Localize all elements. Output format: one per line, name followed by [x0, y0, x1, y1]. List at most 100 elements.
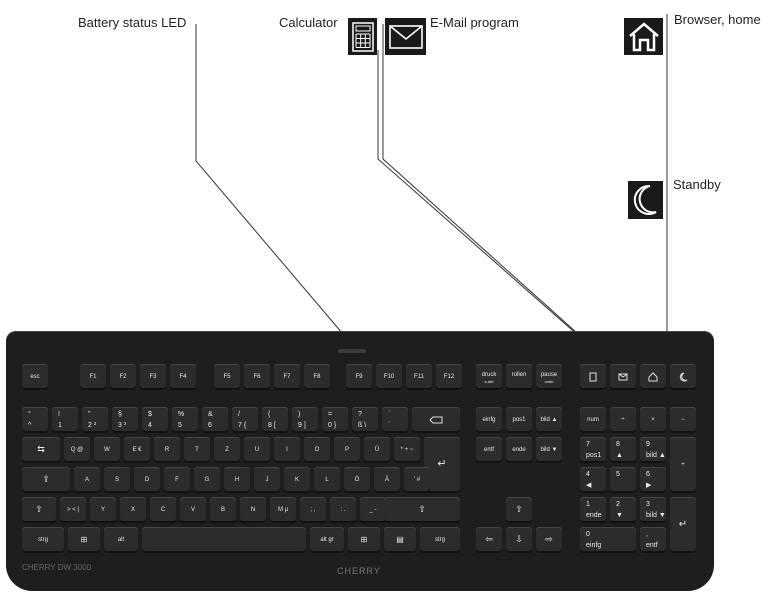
key-num-divide[interactable]: ÷ — [610, 407, 636, 433]
key-arrow-left[interactable]: ⇦ — [476, 527, 502, 553]
key-strg-right[interactable]: strg — [420, 527, 460, 553]
key-num-row-9[interactable]: )9 ] — [292, 407, 318, 433]
key-num-plus[interactable]: + — [670, 437, 696, 493]
key-nav-top-2[interactable]: bild ▲ — [536, 407, 562, 433]
key-standby[interactable] — [670, 364, 696, 390]
key-shift-right[interactable]: ⇧ — [384, 497, 460, 523]
key-q-row-1[interactable]: W — [94, 437, 120, 463]
key-y-row-2[interactable]: X — [120, 497, 146, 523]
key-num-row-1[interactable]: !1 — [52, 407, 78, 433]
key-enter[interactable]: ↵ — [424, 437, 460, 493]
key-num-r6[interactable]: 6▶ — [640, 467, 666, 493]
key-a-row-2[interactable]: D — [134, 467, 160, 493]
key-a-row-3[interactable]: F — [164, 467, 190, 493]
key-num-enter[interactable]: ↵ — [670, 497, 696, 553]
key-q-row-6[interactable]: U — [244, 437, 270, 463]
key-num-row-10[interactable]: =0 } — [322, 407, 348, 433]
key-q-row-2[interactable]: E € — [124, 437, 150, 463]
key-a-row-1[interactable]: S — [104, 467, 130, 493]
key-nav-top-0[interactable]: einfg — [476, 407, 502, 433]
key-nav-bot-2[interactable]: bild ▼ — [536, 437, 562, 463]
key-home[interactable] — [640, 364, 666, 390]
key-sys-1[interactable]: rollen — [506, 364, 532, 390]
key-q-row-7[interactable]: I — [274, 437, 300, 463]
key-f9[interactable]: F9 — [346, 364, 372, 390]
key-num-r8[interactable]: 8▲ — [610, 437, 636, 463]
key-a-row-7[interactable]: K — [284, 467, 310, 493]
key-f6[interactable]: F6 — [244, 364, 270, 390]
key-q-row-11[interactable]: * + ~ — [394, 437, 420, 463]
key-a-row-11[interactable]: ' # — [404, 467, 430, 493]
key-a-row-9[interactable]: Ö — [344, 467, 370, 493]
key-esc[interactable]: esc — [22, 364, 48, 390]
key-win-left[interactable]: ⊞ — [68, 527, 100, 553]
key-f10[interactable]: F10 — [376, 364, 402, 390]
key-num-r2[interactable]: 2▼ — [610, 497, 636, 523]
key-num-row-3[interactable]: §3 ³ — [112, 407, 138, 433]
key-a-row-4[interactable]: G — [194, 467, 220, 493]
key-f7[interactable]: F7 — [274, 364, 300, 390]
key-num-multiply[interactable]: × — [640, 407, 666, 433]
key-f11[interactable]: F11 — [406, 364, 432, 390]
key-win-right[interactable]: ⊞ — [348, 527, 380, 553]
key-caps-lock[interactable]: ⇪ — [22, 467, 70, 493]
key-num-lock[interactable]: num — [580, 407, 606, 433]
key-y-row-5[interactable]: B — [210, 497, 236, 523]
key-q-row-9[interactable]: P — [334, 437, 360, 463]
key-f2[interactable]: F2 — [110, 364, 136, 390]
key-a-row-5[interactable]: H — [224, 467, 250, 493]
key-y-row-1[interactable]: Y — [90, 497, 116, 523]
key-num-row-6[interactable]: &6 — [202, 407, 228, 433]
key-arrow-down[interactable]: ⇩ — [506, 527, 532, 553]
key-y-row-9[interactable]: : . — [330, 497, 356, 523]
key-q-row-8[interactable]: O — [304, 437, 330, 463]
key-y-row-8[interactable]: ; , — [300, 497, 326, 523]
key-q-row-4[interactable]: T — [184, 437, 210, 463]
key-strg-left[interactable]: strg — [22, 527, 64, 553]
key-arrow-up[interactable]: ⇧ — [506, 497, 532, 523]
key-f1[interactable]: F1 — [80, 364, 106, 390]
key-num-r5[interactable]: 5 — [610, 467, 636, 493]
key-num-row-7[interactable]: /7 { — [232, 407, 258, 433]
key-nav-bot-1[interactable]: ende — [506, 437, 532, 463]
key-a-row-0[interactable]: A — [74, 467, 100, 493]
key-f4[interactable]: F4 — [170, 364, 196, 390]
key-backspace[interactable] — [412, 407, 460, 433]
key-q-row-5[interactable]: Z — [214, 437, 240, 463]
key-y-row-3[interactable]: C — [150, 497, 176, 523]
key-alt[interactable]: alt — [104, 527, 138, 553]
key-y-row-4[interactable]: V — [180, 497, 206, 523]
key-f3[interactable]: F3 — [140, 364, 166, 390]
key-f8[interactable]: F8 — [304, 364, 330, 390]
key-num-row-2[interactable]: "2 ² — [82, 407, 108, 433]
key-y-row-6[interactable]: N — [240, 497, 266, 523]
key-arrow-right[interactable]: ⇨ — [536, 527, 562, 553]
key-nav-bot-0[interactable]: entf — [476, 437, 502, 463]
key-menu[interactable]: ▤ — [384, 527, 416, 553]
key-q-row-3[interactable]: R — [154, 437, 180, 463]
key-num-row-8[interactable]: (8 [ — [262, 407, 288, 433]
key-a-row-10[interactable]: Ä — [374, 467, 400, 493]
key-y-row-0[interactable]: > < | — [60, 497, 86, 523]
key-email[interactable] — [610, 364, 636, 390]
key-a-row-8[interactable]: L — [314, 467, 340, 493]
key-num-minus[interactable]: − — [670, 407, 696, 433]
key-y-row-7[interactable]: M µ — [270, 497, 296, 523]
key-nav-top-1[interactable]: pos1 — [506, 407, 532, 433]
key-num-decimal[interactable]: ,entf — [640, 527, 666, 553]
key-num-row-11[interactable]: ?ß \ — [352, 407, 378, 433]
key-f5[interactable]: F5 — [214, 364, 240, 390]
key-num-row-4[interactable]: $4 — [142, 407, 168, 433]
key-num-row-0[interactable]: °^ — [22, 407, 48, 433]
key-tab[interactable]: ⇆ — [22, 437, 60, 463]
key-num-r4[interactable]: 4◀ — [580, 467, 606, 493]
key-q-row-0[interactable]: Q @ — [64, 437, 90, 463]
key-num-row-5[interactable]: %5 — [172, 407, 198, 433]
key-num-row-12[interactable]: `´ — [382, 407, 408, 433]
